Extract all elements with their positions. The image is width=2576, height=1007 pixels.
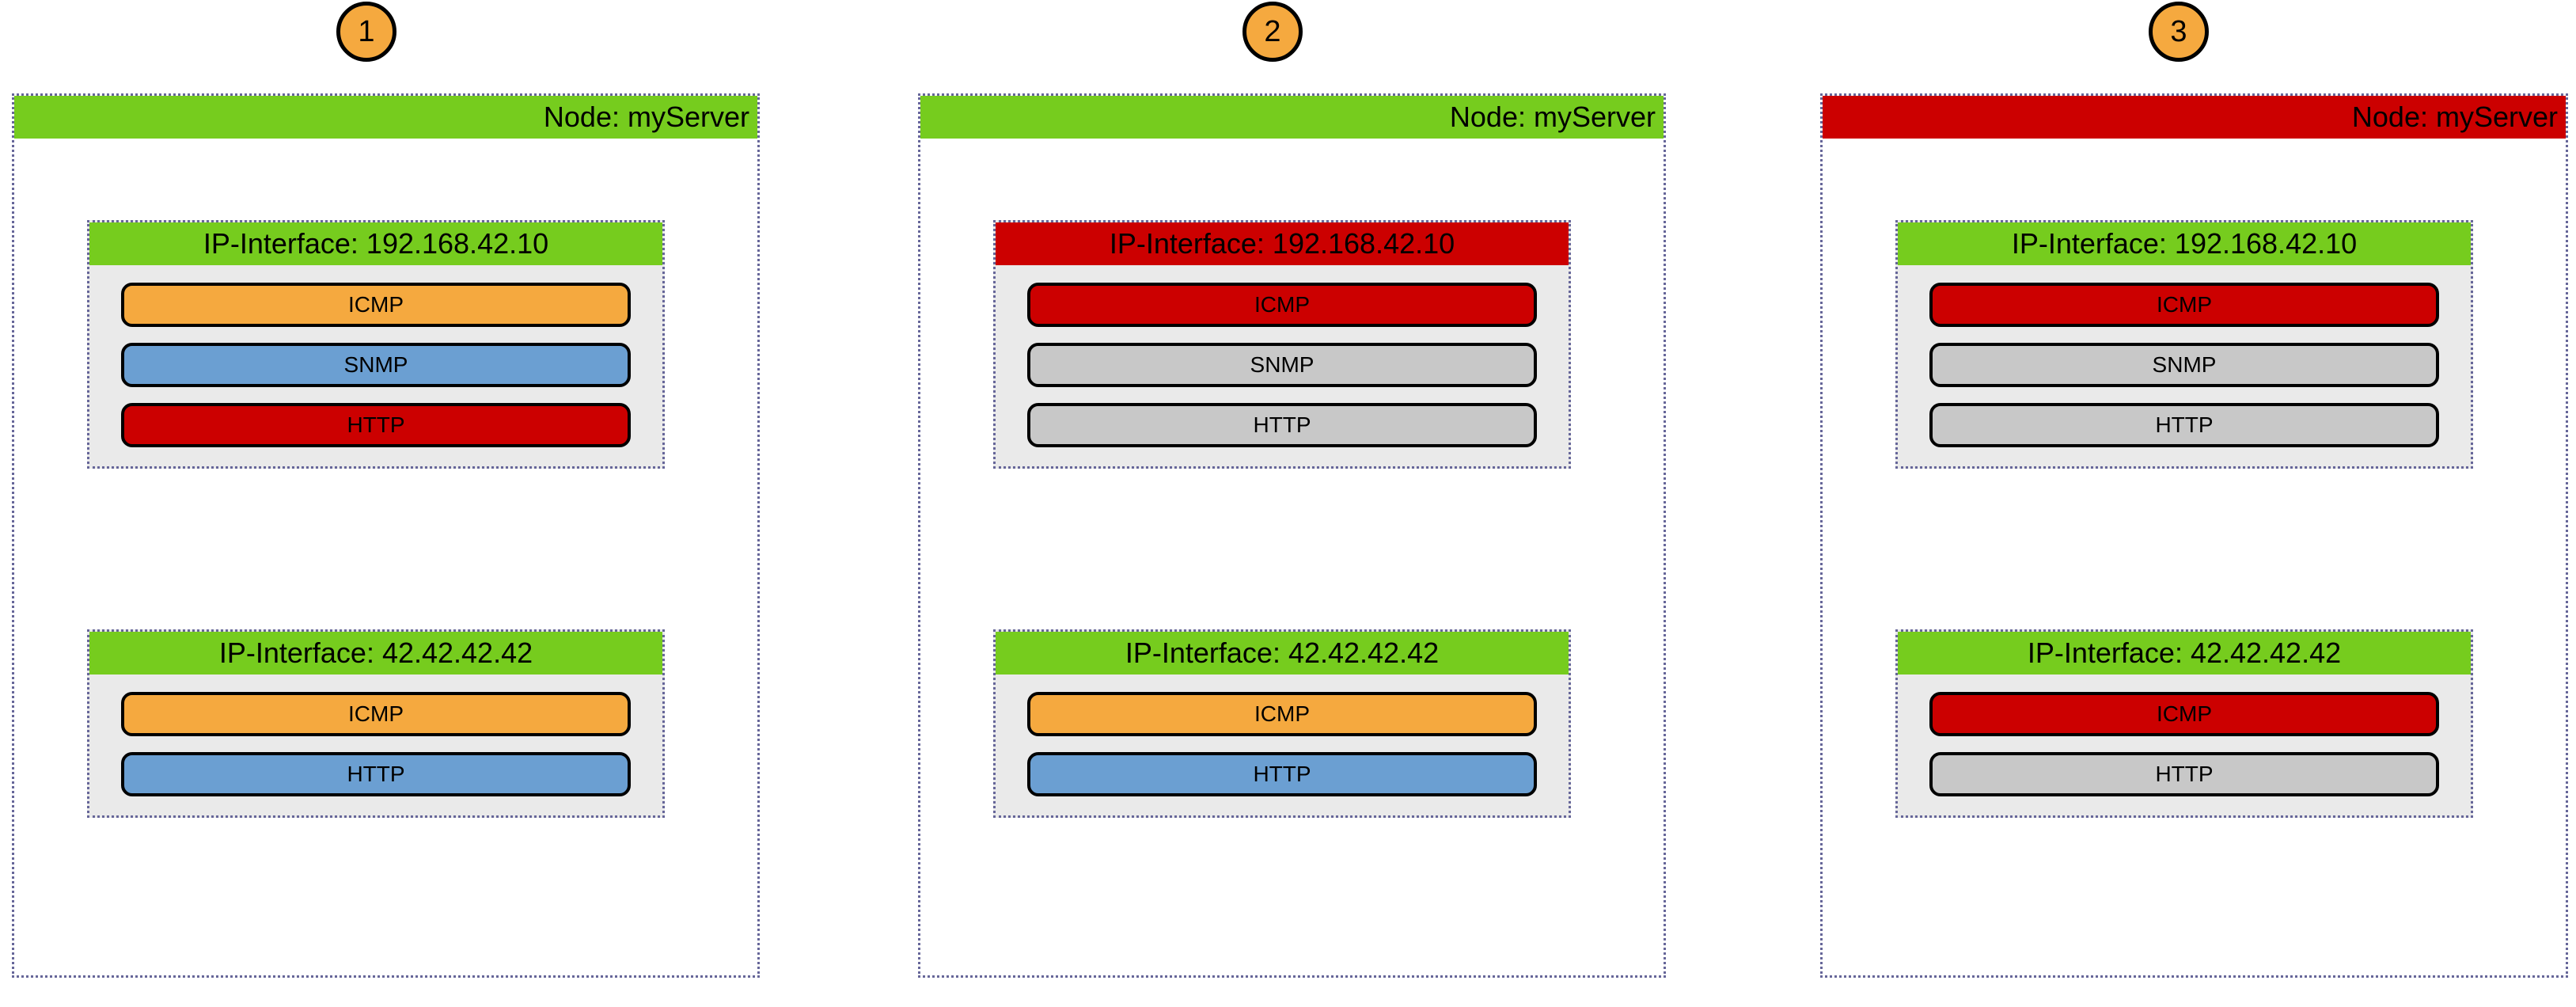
service-list: ICMP HTTP — [1898, 674, 2471, 815]
service-chip-http[interactable]: HTTP — [1929, 403, 2439, 447]
service-chip-http[interactable]: HTTP — [1027, 752, 1537, 796]
service-chip-snmp[interactable]: SNMP — [121, 343, 631, 387]
service-chip-icmp[interactable]: ICMP — [1929, 283, 2439, 327]
node-header-label: Node: myServer — [1823, 96, 2566, 139]
step-circle-3: 3 — [2149, 2, 2209, 62]
ip-interface-header-label: IP-Interface: 192.168.42.10 — [996, 222, 1569, 265]
ip-interface-header-label: IP-Interface: 42.42.42.42 — [996, 632, 1569, 674]
service-list: ICMP HTTP — [996, 674, 1569, 815]
service-list: ICMP SNMP HTTP — [1898, 265, 2471, 466]
node-header-label: Node: myServer — [920, 96, 1664, 139]
step-circle-1: 1 — [336, 2, 396, 62]
service-chip-icmp[interactable]: ICMP — [1027, 692, 1537, 736]
service-chip-http[interactable]: HTTP — [1027, 403, 1537, 447]
service-chip-http[interactable]: HTTP — [121, 403, 631, 447]
service-list: ICMP HTTP — [89, 674, 662, 815]
service-chip-snmp[interactable]: SNMP — [1027, 343, 1537, 387]
service-chip-icmp[interactable]: ICMP — [1027, 283, 1537, 327]
ip-interface-header-label: IP-Interface: 42.42.42.42 — [1898, 632, 2471, 674]
service-chip-icmp[interactable]: ICMP — [121, 692, 631, 736]
service-list: ICMP SNMP HTTP — [996, 265, 1569, 466]
service-chip-http[interactable]: HTTP — [121, 752, 631, 796]
node-header-label: Node: myServer — [14, 96, 757, 139]
service-chip-http[interactable]: HTTP — [1929, 752, 2439, 796]
ip-interface-header-label: IP-Interface: 192.168.42.10 — [89, 222, 662, 265]
step-circle-2: 2 — [1242, 2, 1303, 62]
service-list: ICMP SNMP HTTP — [89, 265, 662, 466]
service-chip-snmp[interactable]: SNMP — [1929, 343, 2439, 387]
service-chip-icmp[interactable]: ICMP — [121, 283, 631, 327]
ip-interface-header-label: IP-Interface: 42.42.42.42 — [89, 632, 662, 674]
service-chip-icmp[interactable]: ICMP — [1929, 692, 2439, 736]
ip-interface-header-label: IP-Interface: 192.168.42.10 — [1898, 222, 2471, 265]
